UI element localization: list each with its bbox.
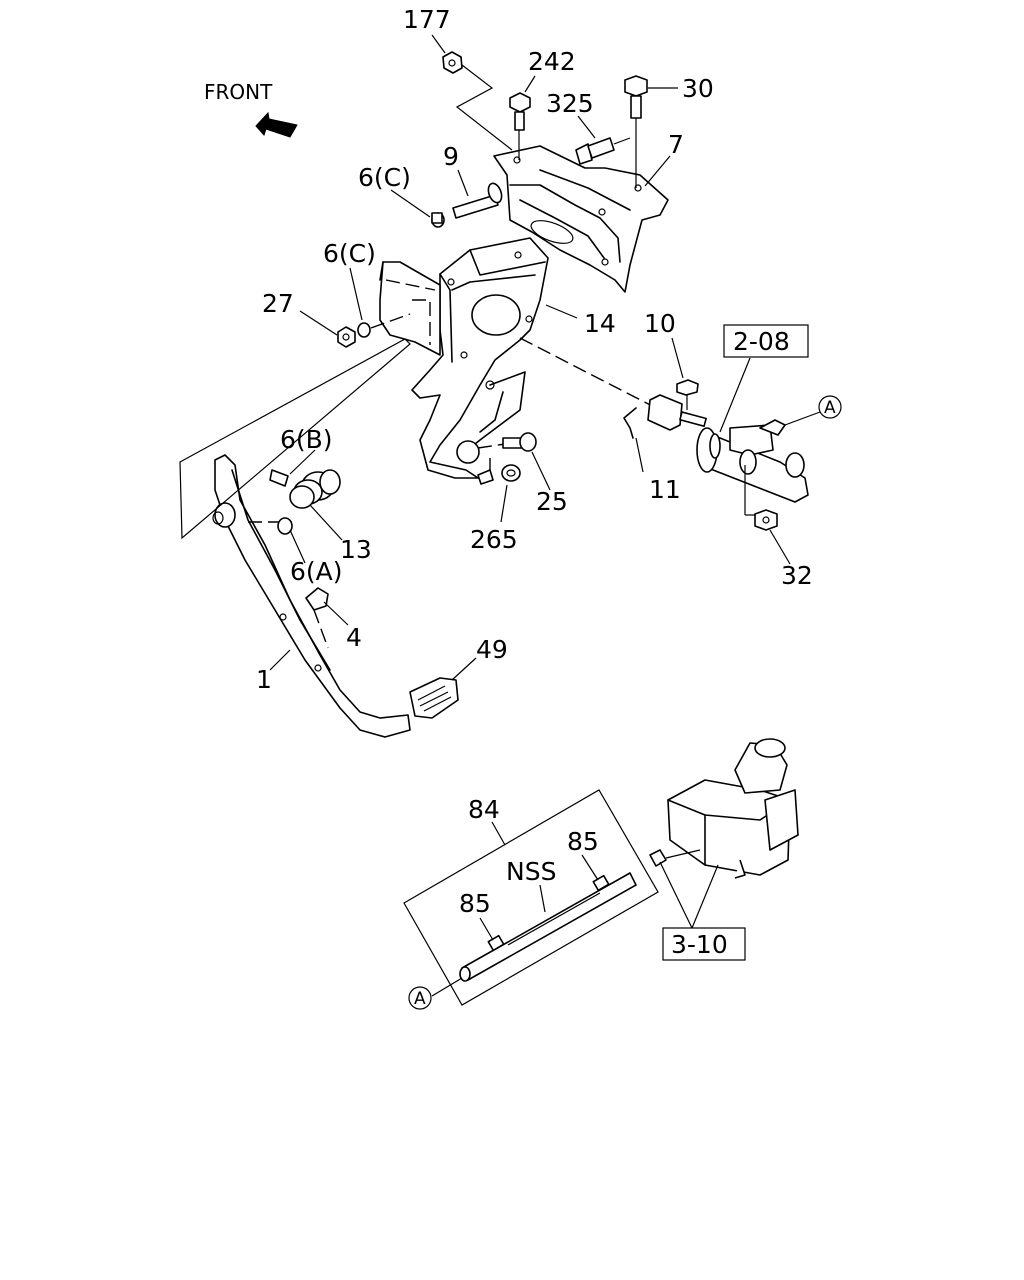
callout-10: 10 [644,309,676,338]
callout-a-lower: A [414,989,426,1009]
callout-nss: NSS [506,857,556,886]
callout-27: 27 [262,289,294,318]
bushing-6b [269,469,289,487]
bolt-25 [477,432,537,452]
zigzag-177 [455,64,513,151]
callout-6c-lower: 6(C) [323,239,376,268]
callout-25: 25 [536,487,568,516]
return-spring-13 [289,469,341,509]
reservoir-tank-3-10 [649,738,799,879]
callout-4: 4 [346,623,362,652]
callout-7: 7 [668,130,684,159]
pushrod-axis [519,337,661,411]
callout-9: 9 [443,142,459,171]
callout-a-upper: A [824,398,836,418]
stopper-4 [305,587,329,649]
callout-3-10-box [662,927,746,961]
callout-84: 84 [468,795,500,824]
callout-177: 177 [403,5,451,34]
front-label: FRONT [204,80,273,104]
callout-325: 325 [546,89,594,118]
nut-265 [477,464,521,485]
upper-bracket-7 [493,145,669,293]
callout-1: 1 [256,665,272,694]
callout-2-08: 2-08 [733,327,790,356]
callout-6a: 6(A) [290,557,343,586]
callout-a-upper-circle [818,395,842,419]
side-plate [379,261,441,356]
callout-a-lower-circle [408,986,432,1010]
callout-11: 11 [649,475,681,504]
hose-kit-84 [403,789,659,1006]
front-arrow-icon [255,111,298,138]
nut-27 [337,326,356,348]
bolt-325 [575,137,615,165]
pedal-link-box [179,338,411,540]
clip-11 [623,407,637,439]
clutch-pedal-arm-1 [212,454,411,738]
callout-6c-upper: 6(C) [358,163,411,192]
callout-6b: 6(B) [280,425,333,454]
clevis-10 [647,379,707,431]
pedal-pad-49 [409,677,459,719]
pin-9 [452,182,503,219]
callout-49: 49 [476,635,508,664]
callout-2-08-box [723,324,809,358]
bushing-6c-lower [357,322,371,338]
pedal-bracket-14 [411,237,549,479]
callout-242: 242 [528,47,576,76]
leader-lines [269,34,791,997]
nut-177 [442,51,463,74]
axis-27 [370,313,411,329]
callout-85-lower: 85 [459,889,491,918]
leader-325-extra [613,137,631,145]
callout-14: 14 [584,309,616,338]
clutch-master-cylinder [696,411,821,503]
bolt-30 [624,75,648,188]
callout-32: 32 [781,561,813,590]
bushing-6a [277,517,293,535]
callout-85-upper: 85 [567,827,599,856]
bolt-242 [509,92,531,160]
callout-13: 13 [340,535,372,564]
bushing-6c-upper [431,212,445,228]
nut-32 [744,465,778,531]
callout-265: 265 [470,525,518,554]
callout-3-10: 3-10 [671,930,728,959]
callout-30: 30 [682,74,714,103]
